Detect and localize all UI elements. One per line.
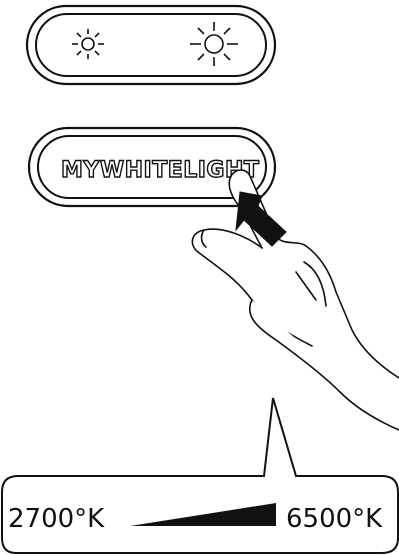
min-temperature-label: 2700°K xyxy=(8,504,105,534)
max-temperature-label: 6500°K xyxy=(286,504,383,534)
top-switch-panel[interactable] xyxy=(27,6,275,84)
hand-pressing-icon xyxy=(192,170,399,430)
